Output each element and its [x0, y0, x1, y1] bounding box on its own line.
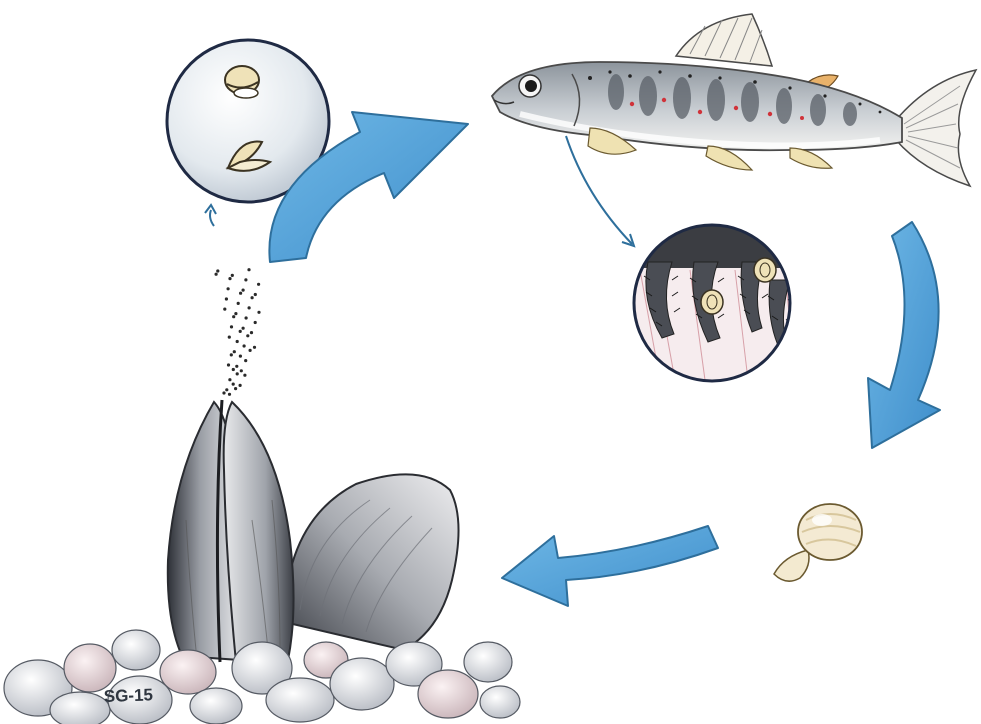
glochidium-dot: [242, 289, 245, 292]
glochidium-dot: [237, 302, 240, 305]
glochidium-dot: [253, 346, 256, 349]
glochidium-dot: [247, 268, 250, 271]
cycle-arrow-2: [868, 222, 940, 448]
glochidium-dot: [254, 293, 257, 296]
glochidium-dot: [239, 292, 242, 295]
glochidium-dot: [246, 334, 249, 337]
glochidium-dot: [257, 311, 260, 314]
glochidium-dot: [243, 344, 246, 347]
glochidium-dot: [251, 296, 254, 299]
glochidium-dot: [232, 368, 235, 371]
glochidium-dot: [234, 387, 237, 390]
glochidium-dot: [232, 383, 235, 386]
glochidia-dots: [215, 268, 261, 396]
glochidium-dot: [222, 391, 225, 394]
glochidium-dot: [244, 278, 247, 281]
glochidium-dot: [239, 330, 242, 333]
glochidium-dot: [215, 273, 218, 276]
glochidium-dot: [227, 287, 230, 290]
glochidium-dot: [236, 340, 239, 343]
glochidium-dot: [233, 350, 236, 353]
glochidium-dot: [225, 388, 228, 391]
glochidium-dot: [230, 353, 233, 356]
glochidium-dot: [239, 355, 242, 358]
adult-mussel-icon: [4, 400, 520, 724]
glochidium-dot: [227, 363, 230, 366]
glochidium-dot: [245, 316, 248, 319]
trout-icon: [492, 14, 976, 186]
glochidium-dot: [257, 283, 260, 286]
svg-text:SG-15: SG-15: [103, 685, 153, 706]
glochidium-dot: [234, 312, 237, 315]
glochidium-dot: [216, 269, 219, 272]
glochidium-dot: [235, 365, 238, 368]
glochidium-dot: [223, 308, 226, 311]
glochidium-dot: [242, 327, 245, 330]
glochidium-dot: [254, 321, 257, 324]
glochidium-dot: [250, 331, 253, 334]
glochidium-dot: [228, 336, 231, 339]
glochidium-dot: [243, 374, 246, 377]
glochidium-dot: [228, 277, 231, 280]
glochidium-dot: [239, 384, 242, 387]
glochidium-dot: [248, 306, 251, 309]
glochidium-dot: [230, 325, 233, 328]
glochidium-dot: [249, 349, 252, 352]
glochidium-dot: [231, 274, 234, 277]
glochidium-dot: [240, 369, 243, 372]
glochidium-dot: [228, 393, 231, 396]
glochidium-dot: [244, 359, 247, 362]
cycle-arrow-3: [502, 526, 718, 606]
magnified-gill-icon: [630, 220, 800, 381]
glochidium-dot: [228, 378, 231, 381]
juvenile-mussel-icon: [774, 504, 862, 581]
glochidium-dot: [236, 372, 239, 375]
glochidium-dot: [232, 315, 235, 318]
artist-signature: SG-15: [103, 685, 153, 706]
glochidium-dot: [225, 297, 228, 300]
